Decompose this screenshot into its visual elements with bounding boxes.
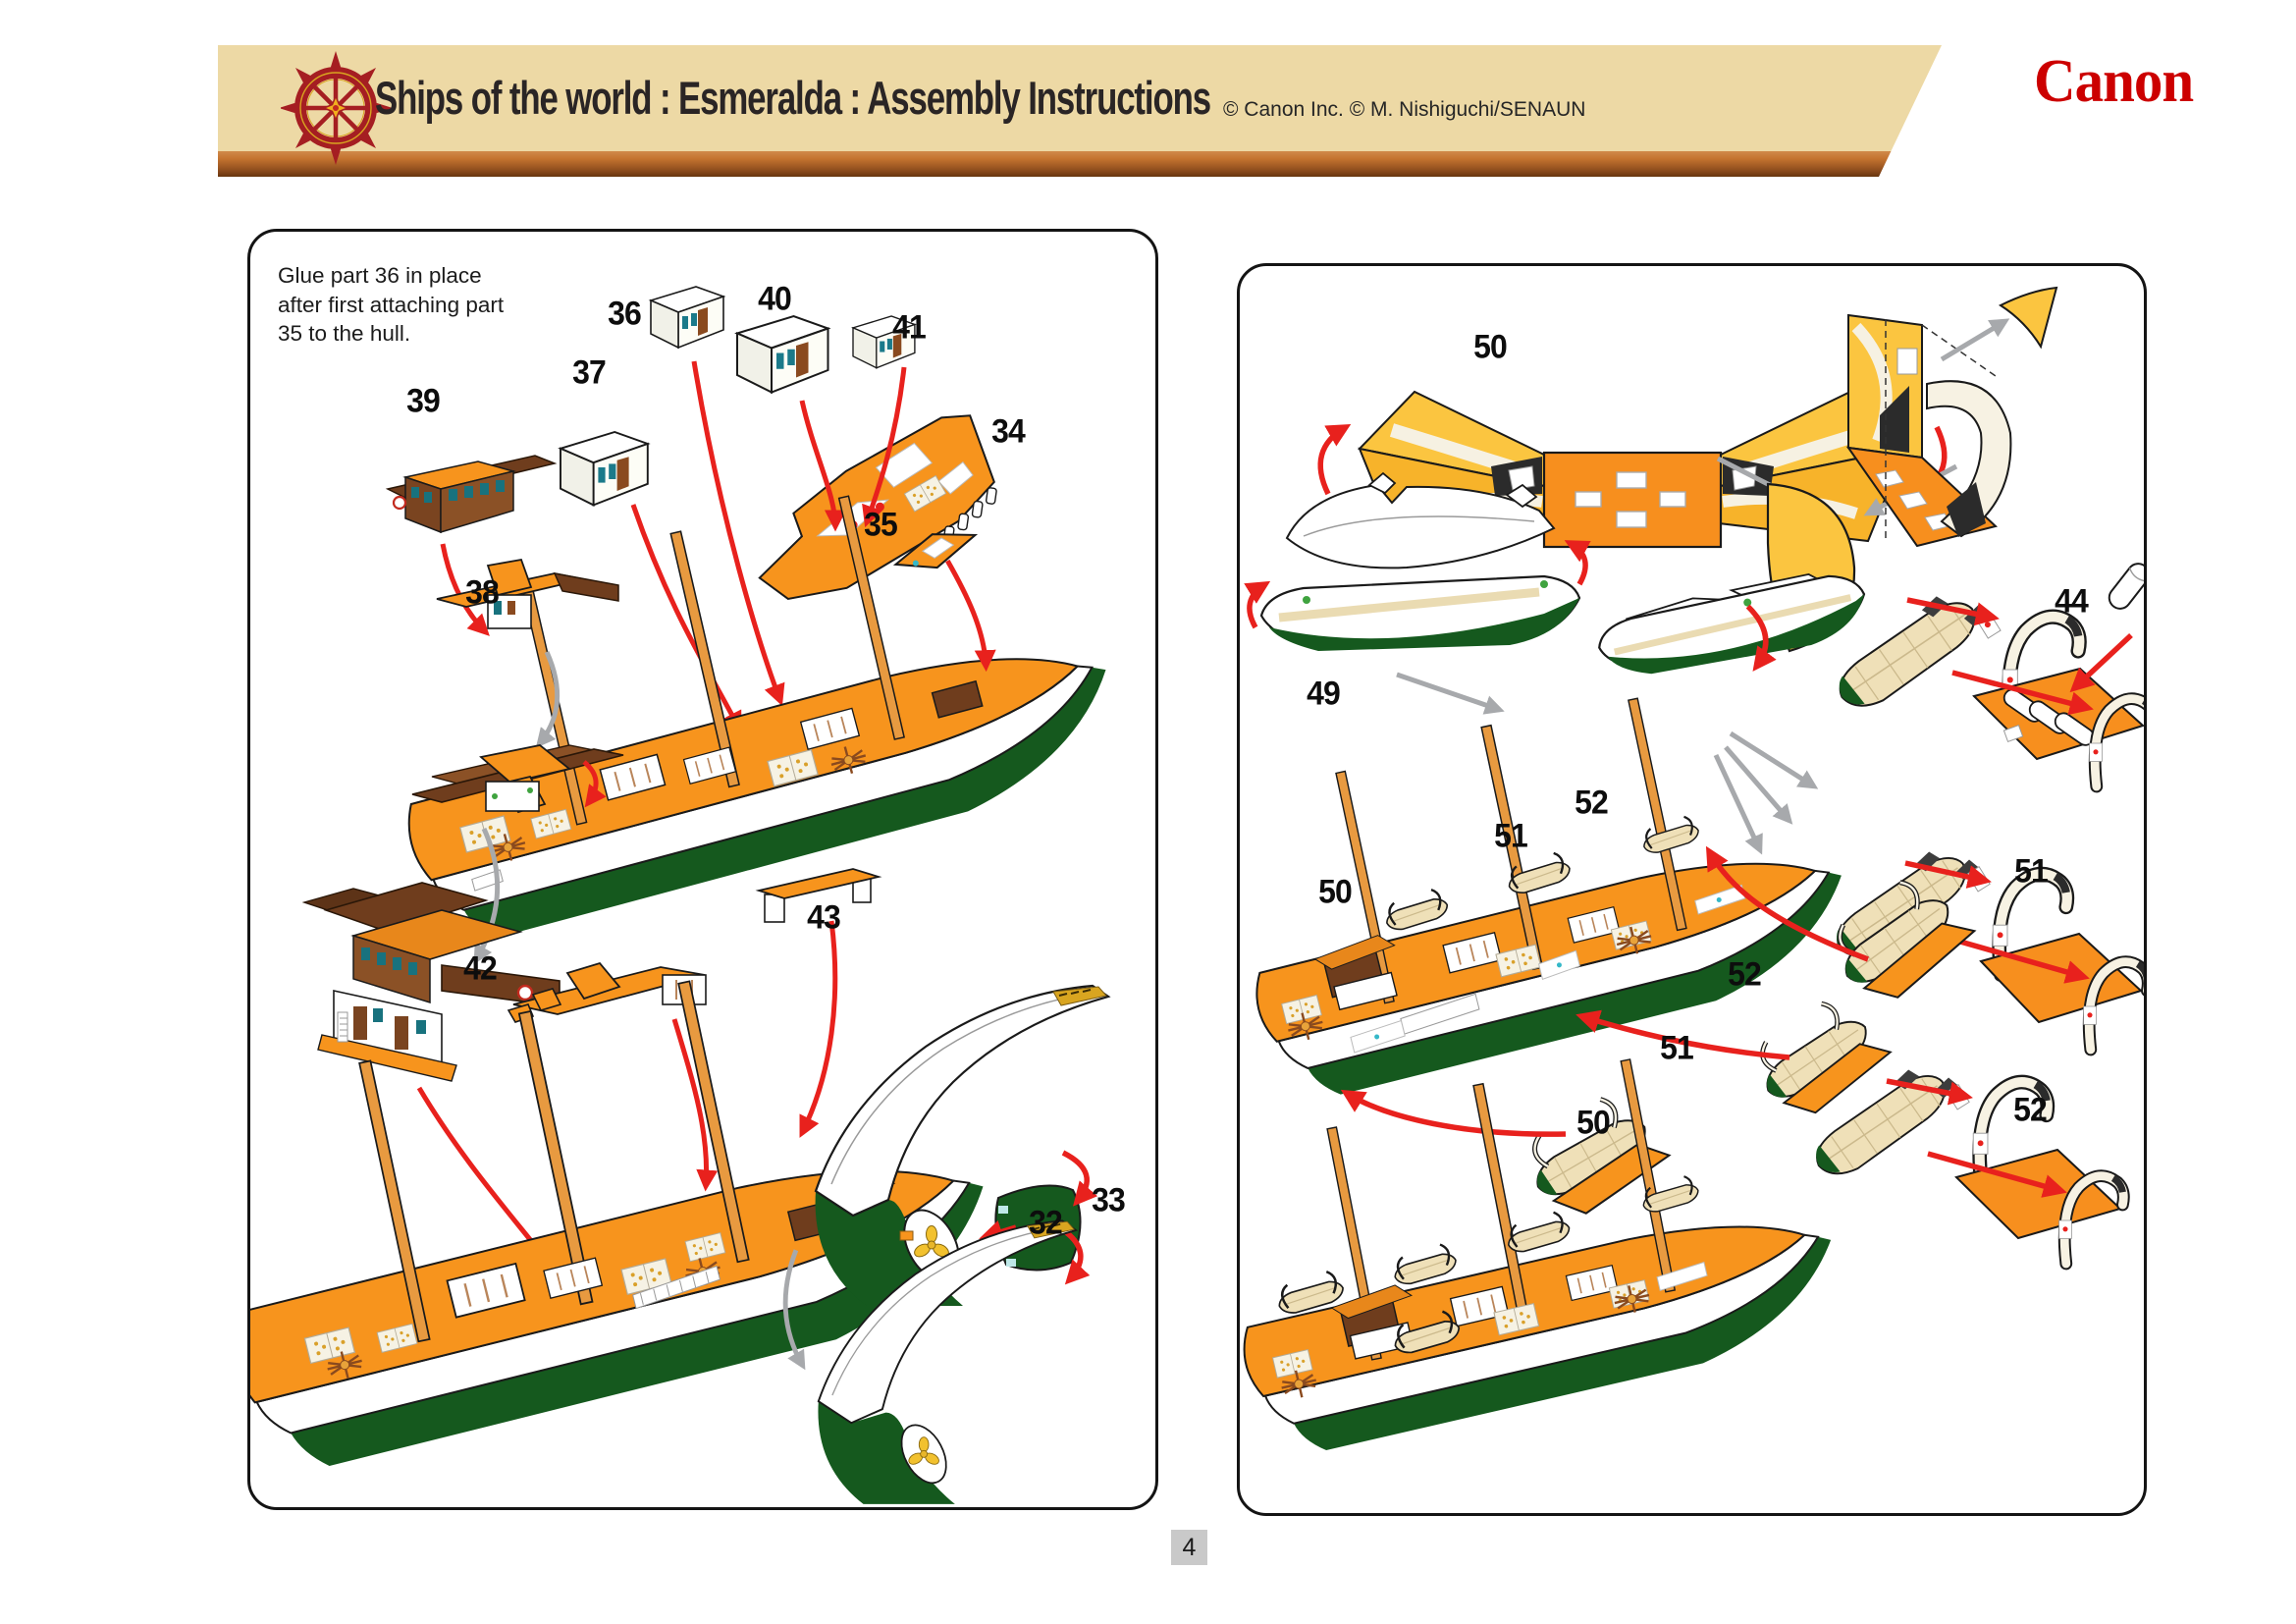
part-number-label: 50 (1576, 1104, 1611, 1142)
header-tan-strip (218, 45, 1942, 151)
stern-detail-2 (782, 1219, 1078, 1504)
part-number-label: 51 (2014, 852, 2049, 891)
part-number-label: 33 (1092, 1181, 1126, 1219)
part-number-label: 50 (1318, 873, 1353, 911)
ship-wheel-icon (281, 51, 391, 165)
page-number: 4 (1171, 1530, 1207, 1565)
davit-assembly-52 (1799, 1050, 2124, 1264)
part-38-step1 (436, 558, 619, 629)
part-37-box (560, 431, 649, 507)
part-number-label: 43 (807, 898, 841, 937)
instruction-note: Glue part 36 in place after first attach… (278, 263, 505, 347)
part-49-boat (1244, 540, 1591, 651)
part-number-label: 35 (864, 506, 898, 544)
part-number-label: 51 (1660, 1029, 1694, 1067)
part-49-flat (1285, 471, 1556, 569)
assembly-panel-right: 50 49 44 52 51 50 52 51 51 50 52 (1237, 263, 2147, 1516)
copyright-text: © Canon Inc. © M. Nishiguchi/SENAUN (1223, 98, 1586, 121)
part-number-label: 52 (2013, 1091, 2048, 1129)
part-number-label: 42 (463, 949, 498, 988)
davit-assembly-44 (1822, 563, 2144, 786)
assembly-panel-left: Glue part 36 in place after first attach… (247, 229, 1158, 1510)
part-number-label: 52 (1575, 784, 1609, 822)
part-number-label: 51 (1494, 817, 1528, 855)
part-39-illustration (385, 455, 558, 534)
deckhouse-illustration (301, 882, 561, 1082)
part-number-label: 34 (991, 412, 1026, 451)
part-number-label: 49 (1307, 675, 1341, 713)
page-title: Ships of the world : Esmeralda : Assembl… (375, 72, 1211, 124)
part-36-box (650, 286, 724, 349)
header-band (218, 45, 1942, 177)
canon-logo: Canon (2034, 48, 2194, 115)
davit-assembly-51 (1820, 832, 2144, 1050)
assembly-diagram-left (250, 286, 1110, 1504)
part-40-box (736, 315, 829, 394)
part-42-illustration (507, 961, 707, 1023)
part-38-step2 (411, 744, 624, 814)
part-number-label: 36 (608, 295, 642, 333)
part-number-label: 39 (406, 382, 441, 420)
part-43-illustration (755, 868, 882, 923)
mid-ship-lifeboats (1255, 697, 1842, 1095)
part-number-label: 41 (892, 308, 927, 347)
assembly-diagram-right (1243, 286, 2144, 1450)
part-number-label: 52 (1728, 955, 1762, 994)
header-wood-bar (218, 151, 1942, 177)
boat-cover-step (1598, 572, 1866, 675)
bottom-ship-complete (1243, 1058, 1832, 1450)
part-number-label: 44 (2055, 582, 2089, 621)
part-50-folding (1845, 286, 2058, 548)
mid-ship-illustration (407, 495, 1106, 938)
part-number-label: 40 (758, 280, 792, 318)
part-number-label: 32 (1029, 1204, 1063, 1242)
part-number-label: 50 (1473, 328, 1508, 366)
part-number-label: 38 (465, 573, 500, 612)
part-number-label: 37 (572, 353, 607, 392)
